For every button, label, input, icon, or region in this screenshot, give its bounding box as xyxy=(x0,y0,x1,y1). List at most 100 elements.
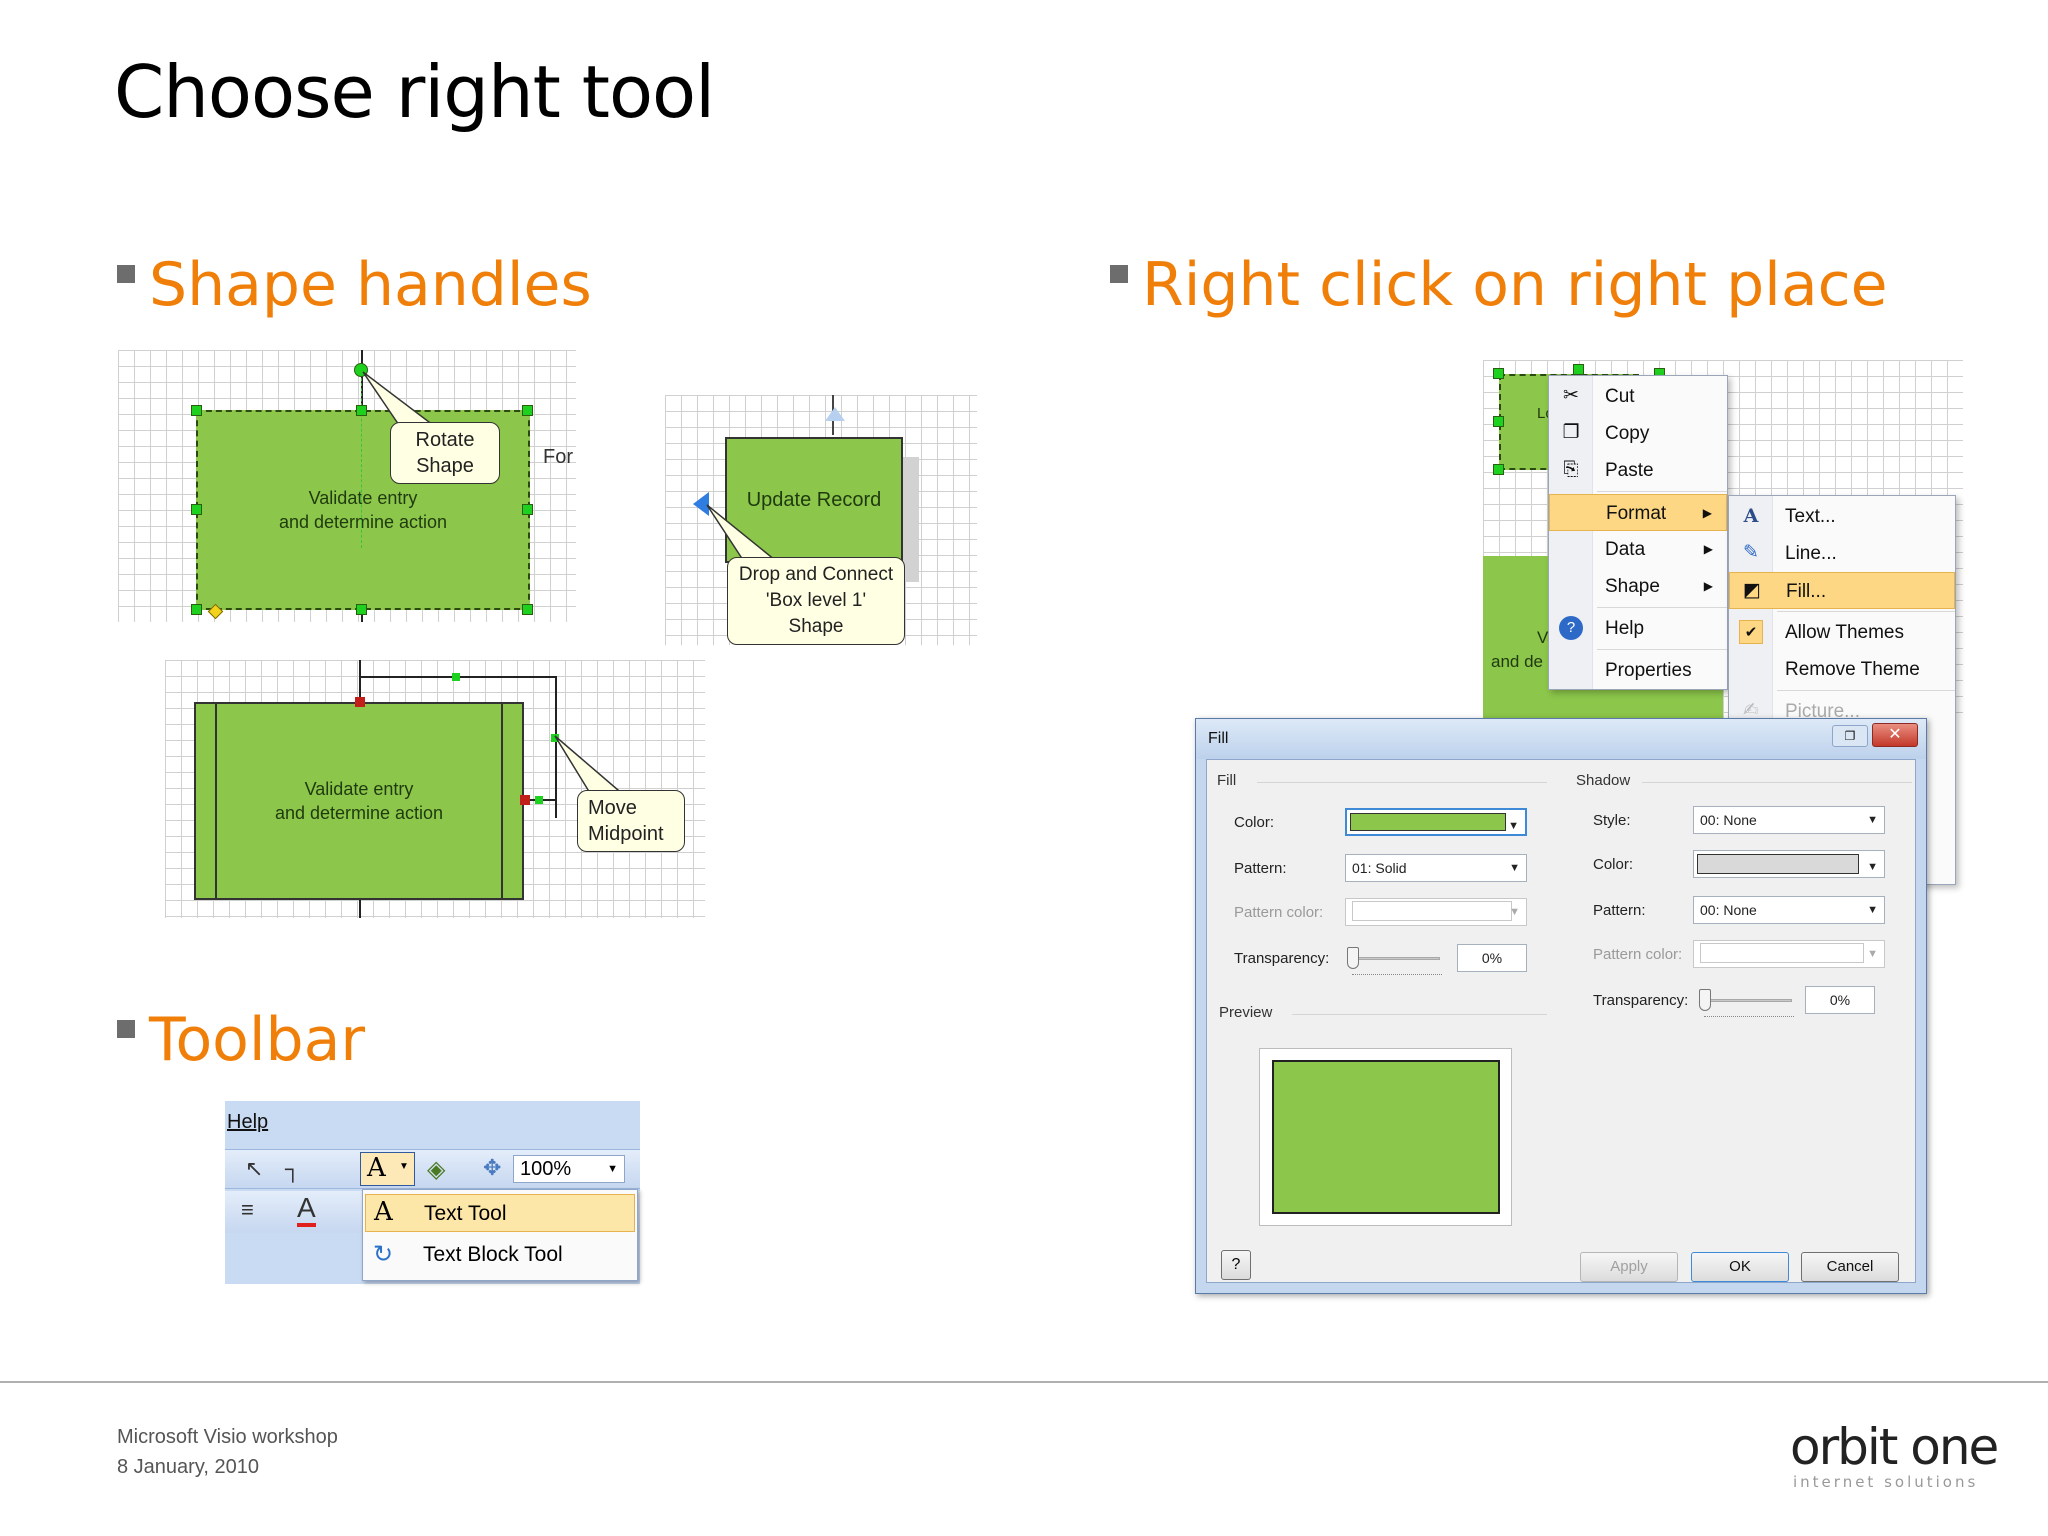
text-tool-item[interactable]: A Text Tool xyxy=(365,1194,635,1232)
toolbar-row-1: ↖ ┐ A ▼ ◈ ✥ 100% ▼ xyxy=(225,1149,640,1189)
menu-item-shape[interactable]: Shape▶ xyxy=(1549,568,1727,605)
fill-color-picker[interactable]: ▼ xyxy=(1345,808,1527,836)
midpoint-handle[interactable] xyxy=(452,673,460,681)
menu-item-paste[interactable]: ⎘Paste xyxy=(1549,452,1727,489)
menu-label: Help xyxy=(1605,618,1645,639)
menu-label: Properties xyxy=(1605,660,1692,681)
midpoint-handle[interactable] xyxy=(551,734,559,742)
submenu-item-remove-theme[interactable]: Remove Theme xyxy=(1729,651,1955,688)
shadow-pattern-select[interactable]: 00: None▼ xyxy=(1693,896,1885,924)
pen-icon: ✎ xyxy=(1743,542,1759,563)
menu-item-copy[interactable]: ❐Copy xyxy=(1549,415,1727,452)
fill-transparency-input[interactable]: 0% xyxy=(1457,944,1527,972)
bullet-text: Right click on right place xyxy=(1142,250,1888,320)
close-icon[interactable]: ✕ xyxy=(1872,723,1918,747)
menu-item-data[interactable]: Data▶ xyxy=(1549,531,1727,568)
menu-label: Data xyxy=(1605,539,1646,560)
help-icon: ? xyxy=(1559,616,1583,640)
menu-separator xyxy=(1777,690,1955,691)
submenu-item-line[interactable]: ✎ Line... xyxy=(1729,535,1955,572)
apply-button[interactable]: Apply xyxy=(1580,1252,1678,1282)
fill-pattern-color-label: Pattern color: xyxy=(1234,904,1324,921)
footer-workshop: Microsoft Visio workshop xyxy=(117,1426,338,1448)
selection-handle[interactable] xyxy=(1493,368,1504,379)
fill-transparency-slider[interactable] xyxy=(1347,947,1359,969)
shadow-color-picker[interactable]: ▼ xyxy=(1693,850,1885,878)
bullet-toolbar: Toolbar xyxy=(117,1005,365,1075)
indent-icon[interactable]: ≡ xyxy=(241,1197,254,1222)
fill-tool-icon[interactable]: ◈ xyxy=(427,1156,446,1183)
shadow-transparency-input[interactable]: 0% xyxy=(1805,986,1875,1014)
bullet-marker xyxy=(117,1020,135,1039)
blue-arrow-up-icon[interactable] xyxy=(825,407,845,421)
selection-handle[interactable] xyxy=(191,504,202,515)
shape-label: Va xyxy=(1537,628,1557,647)
selection-handle[interactable] xyxy=(356,604,367,615)
selection-handle[interactable] xyxy=(522,405,533,416)
selection-handle[interactable] xyxy=(1493,416,1504,427)
submenu-arrow-icon: ▶ xyxy=(1702,506,1712,520)
selection-handle[interactable] xyxy=(191,405,202,416)
selection-handle[interactable] xyxy=(356,405,367,416)
shadow-style-select[interactable]: 00: None▼ xyxy=(1693,806,1885,834)
chevron-down-icon: ▼ xyxy=(1867,861,1878,873)
text-tool-icon: A xyxy=(374,1197,393,1227)
text-block-tool-item[interactable]: ↻ Text Block Tool xyxy=(365,1236,635,1274)
slider-ticks xyxy=(1704,1016,1794,1022)
help-icon[interactable]: ? xyxy=(1221,1250,1251,1280)
chevron-down-icon: ▼ xyxy=(1509,862,1520,874)
slide-title: Choose right tool xyxy=(114,50,715,134)
bullet-marker xyxy=(1110,265,1128,284)
connector-tool-icon[interactable]: ┐ xyxy=(285,1156,301,1181)
selection-handle[interactable] xyxy=(191,604,202,615)
blue-arrow-icon[interactable] xyxy=(693,492,709,516)
fill-transparency-track xyxy=(1350,957,1440,960)
menu-item-format[interactable]: Format▶ xyxy=(1549,494,1727,531)
menu-item-properties[interactable]: Properties xyxy=(1549,652,1727,689)
connector-line xyxy=(555,676,557,818)
restore-icon[interactable]: ❐ xyxy=(1832,725,1868,747)
menu-separator xyxy=(1777,611,1955,612)
fill-transparency-label: Transparency: xyxy=(1234,950,1330,967)
pan-icon[interactable]: ✥ xyxy=(483,1155,502,1180)
fill-color-label: Color: xyxy=(1234,814,1275,831)
submenu-item-allow-themes[interactable]: ✔Allow Themes xyxy=(1729,614,1955,651)
text-tool-dropdown: A Text Tool ↻ Text Block Tool xyxy=(362,1189,638,1281)
help-menu[interactable]: Help xyxy=(227,1111,269,1133)
dialog-titlebar: Fill ❐ ✕ xyxy=(1196,719,1926,759)
shadow-group-label: Shadow xyxy=(1576,772,1631,789)
cancel-button[interactable]: Cancel xyxy=(1801,1252,1899,1282)
move-midpoint-canvas: Validate entry and determine action Move… xyxy=(165,660,705,918)
input-value: 0% xyxy=(1829,992,1851,1008)
ok-button[interactable]: OK xyxy=(1691,1252,1789,1282)
selection-handle[interactable] xyxy=(522,604,533,615)
zoom-select[interactable]: 100% ▼ xyxy=(513,1155,625,1183)
connection-point[interactable] xyxy=(520,795,530,805)
footer-divider xyxy=(0,1381,2048,1383)
font-color-icon[interactable]: A xyxy=(297,1193,316,1227)
update-record-shape[interactable]: Update Record xyxy=(725,437,903,563)
connection-point[interactable] xyxy=(355,697,365,707)
menu-item-help[interactable]: ? Help xyxy=(1549,610,1727,647)
menu-label: Allow Themes xyxy=(1785,622,1904,643)
shadow-pattern-label: Pattern: xyxy=(1593,902,1646,919)
submenu-item-fill[interactable]: ◩Fill... xyxy=(1729,572,1955,609)
midpoint-handle[interactable] xyxy=(535,796,543,804)
menu-label: Fill... xyxy=(1786,581,1827,602)
preview-shape xyxy=(1272,1060,1500,1214)
selection-handle[interactable] xyxy=(1493,464,1504,475)
fill-pattern-select[interactable]: 01: Solid▼ xyxy=(1345,854,1527,882)
shadow-transparency-slider[interactable] xyxy=(1699,989,1711,1011)
menu-label: Line... xyxy=(1785,543,1837,564)
bullet-text: Toolbar xyxy=(149,1005,366,1075)
selection-handle[interactable] xyxy=(522,504,533,515)
text-tool-button[interactable]: A ▼ xyxy=(360,1152,415,1186)
validate-entry-shape[interactable]: Validate entry and determine action xyxy=(194,702,524,900)
shadow-pattern-color-label: Pattern color: xyxy=(1593,946,1683,963)
pointer-tool-icon[interactable]: ↖ xyxy=(245,1156,264,1181)
menu-item-cut[interactable]: ✂Cut xyxy=(1549,378,1727,415)
menu-separator xyxy=(1597,649,1727,650)
selection-handle[interactable] xyxy=(1573,364,1584,375)
text-block-tool-icon: ↻ xyxy=(373,1241,394,1268)
